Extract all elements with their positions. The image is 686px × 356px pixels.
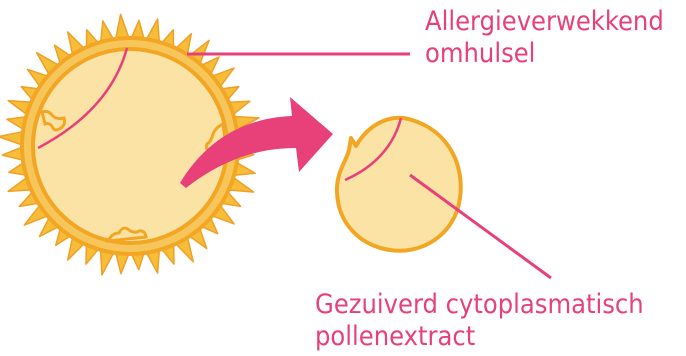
extract-body (337, 118, 461, 251)
extract-label: Gezuiverd cytoplasmatisch pollenextract (315, 289, 644, 353)
envelope-label-line-2: omhulsel (425, 38, 664, 70)
envelope-label: Allergieverwekkend omhulsel (425, 6, 664, 70)
purified-extract-grain (337, 118, 461, 251)
envelope-label-line-1: Allergieverwekkend (425, 6, 664, 38)
extract-label-line-1: Gezuiverd cytoplasmatisch (315, 289, 644, 321)
pollen-inner-wall (33, 49, 227, 243)
extract-label-line-2: pollenextract (315, 321, 644, 353)
